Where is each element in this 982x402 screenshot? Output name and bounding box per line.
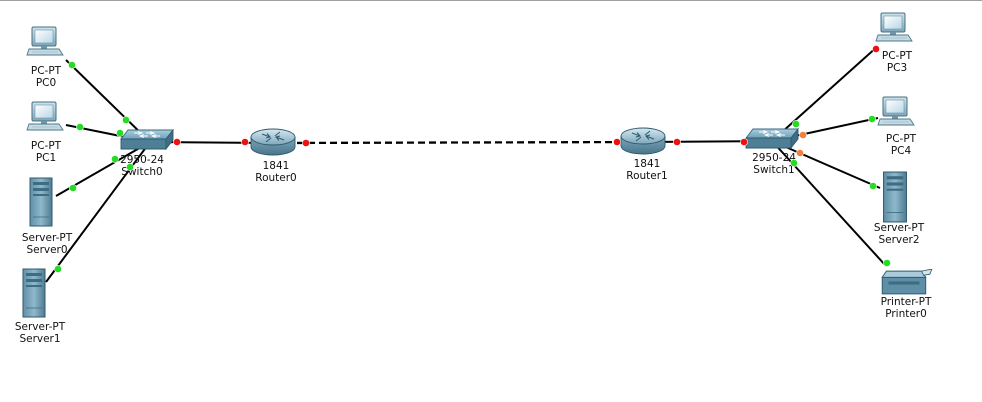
port-status-up-switch0 bbox=[122, 116, 130, 124]
port-status-down-router0 bbox=[241, 138, 249, 146]
port-status-up-server1 bbox=[54, 265, 62, 273]
link-switch1-pc3[interactable] bbox=[771, 45, 879, 142]
device-model-label: 1841 bbox=[634, 158, 661, 170]
link-pc0-switch0[interactable] bbox=[65, 59, 151, 143]
device-model-label: PC-PT bbox=[31, 140, 62, 152]
server-icon bbox=[22, 268, 46, 318]
device-name-label: PC3 bbox=[887, 62, 907, 74]
link-router0-router1[interactable] bbox=[274, 140, 646, 145]
port-status-up-pc1 bbox=[76, 123, 84, 131]
port-status-up-switch1 bbox=[792, 120, 800, 128]
server-icon bbox=[882, 171, 908, 223]
port-status-up-server0 bbox=[69, 184, 77, 192]
printer-icon bbox=[881, 269, 933, 295]
device-model-label: 1841 bbox=[263, 160, 290, 172]
server-icon bbox=[29, 177, 53, 227]
device-name-label: Switch1 bbox=[753, 164, 794, 176]
switch-icon bbox=[745, 128, 799, 149]
device-model-label: 2950-24 bbox=[752, 152, 796, 164]
device-model-label: PC-PT bbox=[882, 50, 913, 62]
router-icon bbox=[620, 127, 666, 155]
device-name-label: Printer0 bbox=[885, 308, 927, 320]
device-name-label: Router1 bbox=[626, 170, 667, 182]
port-status-down-router0 bbox=[302, 139, 310, 147]
port-status-up-switch0 bbox=[111, 155, 119, 163]
pc-icon bbox=[26, 101, 64, 131]
port-status-up-switch0 bbox=[116, 129, 124, 137]
devices-layer: PC-PTPC0PC-PTPC1Server-PTServer0Server-P… bbox=[15, 12, 933, 345]
device-model-label: Server-PT bbox=[22, 232, 73, 244]
port-status-up-pc4 bbox=[868, 115, 876, 123]
port-status-up-switch0 bbox=[126, 163, 134, 171]
port-status-blocking-switch1 bbox=[799, 131, 807, 139]
device-model-label: PC-PT bbox=[886, 133, 917, 145]
device-model-label: Server-PT bbox=[874, 222, 925, 234]
port-status-up-server2 bbox=[869, 182, 877, 190]
switch-icon bbox=[120, 129, 174, 150]
device-model-label: 2950-24 bbox=[120, 154, 164, 166]
device-model-label: Server-PT bbox=[15, 321, 66, 333]
device-name-label: PC0 bbox=[36, 77, 56, 89]
pc-icon bbox=[875, 12, 913, 42]
device-name-label: Server2 bbox=[878, 234, 919, 246]
link-switch1-server2[interactable] bbox=[771, 140, 881, 189]
port-status-up-printer0 bbox=[883, 259, 891, 267]
pc-icon bbox=[26, 26, 64, 56]
device-model-label: Printer-PT bbox=[881, 296, 932, 308]
device-name-label: Router0 bbox=[255, 172, 296, 184]
device-name-label: PC1 bbox=[36, 152, 56, 164]
port-status-down-switch0 bbox=[173, 138, 181, 146]
port-status-blocking-switch1 bbox=[796, 149, 804, 157]
device-name-label: Server1 bbox=[19, 333, 60, 345]
port-status-down-router1 bbox=[613, 138, 621, 146]
router-icon bbox=[250, 128, 296, 156]
device-name-label: Server0 bbox=[26, 244, 67, 256]
port-status-down-router1 bbox=[673, 138, 681, 146]
ports-layer bbox=[54, 45, 891, 273]
port-status-up-pc0 bbox=[68, 61, 76, 69]
port-status-up-switch1 bbox=[790, 159, 798, 167]
device-model-label: PC-PT bbox=[31, 65, 62, 77]
pc-icon bbox=[877, 96, 915, 126]
port-status-down-pc3 bbox=[872, 45, 880, 53]
device-name-label: PC4 bbox=[891, 145, 912, 157]
port-status-down-switch1 bbox=[740, 138, 748, 146]
